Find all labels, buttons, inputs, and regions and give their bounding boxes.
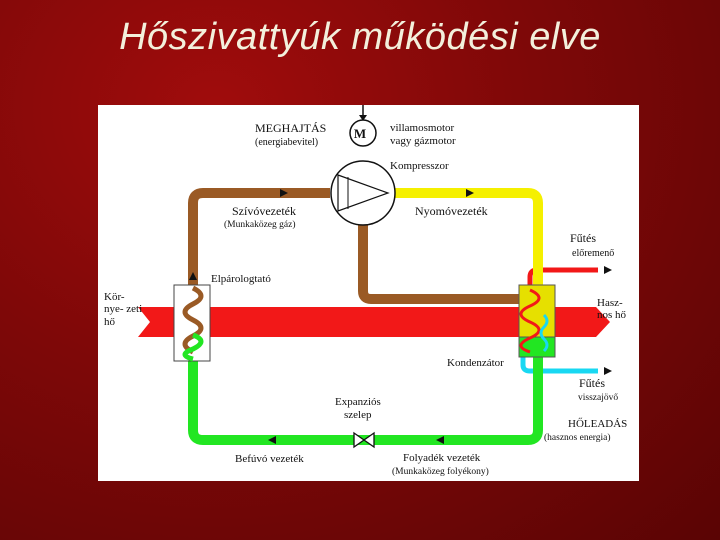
env-heat-arrow — [138, 307, 176, 337]
heating-flow-sub: előremenő — [572, 248, 615, 259]
drive-sub-label: (energiabevitel) — [255, 137, 319, 148]
heat-release-sub: (hasznos energia) — [544, 433, 611, 443]
motor-symbol — [349, 119, 377, 147]
flow-arrow — [189, 272, 197, 280]
condenser-coil — [519, 288, 541, 354]
flow-arrow — [268, 436, 276, 444]
liquid-line-label: Folyadék vezeték — [403, 452, 481, 464]
env-heat-label: Kör- nye- zeti hő — [104, 291, 143, 328]
heating-return-title: Fűtés — [579, 376, 606, 390]
liquid-pipe — [188, 337, 543, 445]
pressure-pipe — [390, 188, 543, 285]
slide-title: Hőszivattyúk működési elve — [119, 16, 601, 58]
condenser-coil-cold — [539, 313, 549, 353]
fan-line-label: Befúvó vezeték — [235, 453, 304, 465]
flow-arrow — [466, 189, 474, 197]
heating-return-sub: visszajövő — [578, 393, 619, 403]
expansion-line1: Expanziós — [335, 396, 381, 408]
heat-pump-diagram — [138, 105, 612, 449]
flow-arrow — [436, 436, 444, 444]
compressor-label: Kompresszor — [390, 160, 449, 172]
motor-type-line1: villamosmotor — [390, 122, 455, 134]
suction-sub-label: (Munkaközeg gáz) — [224, 220, 296, 230]
drive-arrowhead — [359, 115, 367, 121]
suction-line-label: Szívóvezeték — [232, 204, 296, 218]
flow-arrow — [604, 367, 612, 375]
evaporator-coil — [182, 285, 204, 355]
heating-return-pipe — [520, 338, 598, 374]
evaporator-label: Elpárologtató — [211, 273, 271, 285]
condenser-label: Kondenzátor — [447, 357, 504, 369]
expansion-line2: szelep — [344, 409, 372, 421]
drive-label: MEGHAJTÁS — [255, 121, 327, 135]
useful-heat-arrowhead — [596, 307, 610, 337]
expansion-valve — [353, 431, 366, 449]
heating-flow-title: Fűtés — [570, 231, 597, 245]
motor-type-line2: vagy gázmotor — [390, 135, 456, 147]
flow-arrow — [280, 189, 288, 197]
liquid-sub-label: (Munkaközeg folyékony) — [392, 467, 489, 477]
pressure-pipe-inner — [358, 215, 523, 304]
pressure-line-label: Nyomóvezeték — [415, 204, 488, 218]
evaporator-coil-green — [182, 332, 204, 362]
compressor-symbol — [330, 160, 396, 226]
suction-pipe — [188, 188, 330, 308]
diagram-panel: M MEGHAJTÁS (energiabevitel) villamosmot… — [98, 105, 639, 481]
heat-release-label: HŐLEADÁS — [568, 418, 628, 430]
useful-heat-label: Hasz- nos hő — [597, 297, 627, 322]
compressor-triangle — [337, 174, 390, 212]
flow-arrow — [604, 266, 612, 274]
